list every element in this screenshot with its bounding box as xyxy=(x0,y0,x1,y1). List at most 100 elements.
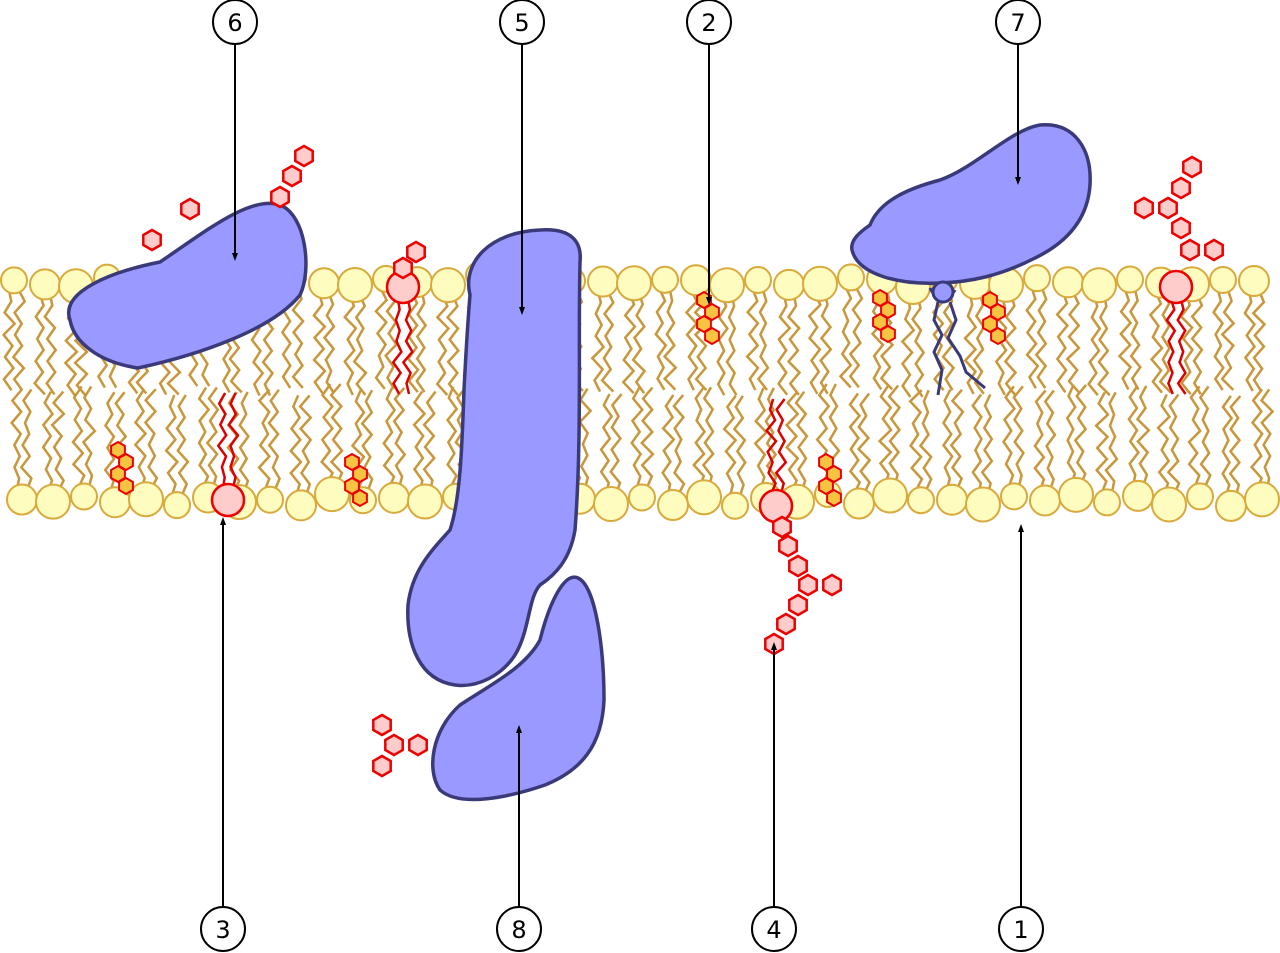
lipid-tail xyxy=(1198,385,1212,487)
sugar-unit xyxy=(393,256,413,280)
lipid-tail xyxy=(1033,389,1047,491)
phospholipid-head xyxy=(256,485,284,514)
lipid-tail xyxy=(980,393,994,495)
phospholipid-head xyxy=(1023,264,1051,293)
cholesterol-ring xyxy=(704,326,720,346)
lipid-tail xyxy=(654,289,668,391)
phospholipid-head xyxy=(1116,265,1144,294)
cholesterol-ring xyxy=(818,452,834,472)
sugar-unit xyxy=(384,733,404,757)
phospholipid-head xyxy=(936,483,968,516)
lipid-tail xyxy=(133,388,148,490)
lipid-tail xyxy=(360,389,374,491)
lipid-tail xyxy=(640,386,655,488)
cholesterol-ring xyxy=(872,288,888,308)
lipid-tail xyxy=(1129,289,1142,391)
sugar-unit xyxy=(406,240,426,264)
lipid-tail xyxy=(1012,385,1025,487)
lipid-tail xyxy=(289,394,303,496)
lipid-tail xyxy=(941,389,954,491)
glycolipid-head xyxy=(210,482,246,518)
lipid-tail xyxy=(1073,384,1088,486)
lipid-tail xyxy=(908,389,924,491)
cholesterol-ring xyxy=(352,464,368,484)
phospholipid-head xyxy=(337,266,373,303)
callout-3: 3 xyxy=(200,906,246,952)
lipid-tail xyxy=(621,292,637,395)
phospholipid-head xyxy=(907,486,935,515)
lipid-tail xyxy=(630,386,644,488)
lipid-tail xyxy=(848,392,862,495)
lipid-tail xyxy=(918,389,933,491)
lipid-tail xyxy=(374,288,389,390)
lipid-tail xyxy=(848,286,864,389)
lipid-tail xyxy=(1001,385,1017,487)
lipid-tail xyxy=(971,393,983,495)
cholesterol-ring xyxy=(352,488,368,508)
lipid-tail xyxy=(43,294,58,396)
lipid-tail xyxy=(1104,391,1119,493)
lipid-tail xyxy=(267,388,281,491)
cholesterol-ring xyxy=(818,476,834,496)
lipid-tail xyxy=(415,291,428,393)
sugar-unit xyxy=(270,185,290,209)
phospholipid-head xyxy=(721,491,749,520)
phospholipid-head xyxy=(1122,479,1154,512)
sugar-unit xyxy=(778,534,798,558)
lipid-tail xyxy=(870,289,885,391)
phospholipid-head xyxy=(29,268,61,301)
callout-label-3: 3 xyxy=(215,916,230,944)
lipid-tail xyxy=(692,386,707,488)
lipid-tail xyxy=(1148,292,1164,394)
cholesterol-ring xyxy=(110,464,126,484)
glycolipid-tail xyxy=(216,392,228,489)
lipid-tail xyxy=(50,390,66,493)
cholesterol-ring xyxy=(344,452,360,472)
carbohydrate-chains xyxy=(142,144,1224,778)
phospholipid-head xyxy=(744,265,772,294)
callout-label-1: 1 xyxy=(1013,916,1028,944)
phospholipid-head xyxy=(1238,265,1270,298)
cholesterol-ring xyxy=(872,312,888,332)
phospholipid-head xyxy=(430,267,466,304)
cholesterol-ring xyxy=(990,326,1006,346)
sugar-unit xyxy=(1158,196,1178,220)
lipid-tail xyxy=(422,390,437,492)
lipid-tail xyxy=(1097,294,1111,397)
phospholipid-head xyxy=(314,476,350,513)
lipid-tail xyxy=(298,394,313,496)
sugar-unit xyxy=(142,228,162,252)
callout-5: 5 xyxy=(499,0,545,45)
sugar-unit xyxy=(772,515,792,539)
lipid-tail xyxy=(1055,291,1070,394)
cholesterol-ring xyxy=(982,290,998,310)
phospholipid-head xyxy=(1244,481,1280,518)
phospholipid-head xyxy=(651,265,679,294)
phospholipid-head xyxy=(35,483,71,520)
anchor-tail xyxy=(946,301,986,390)
phospholipid-head xyxy=(1186,482,1214,511)
lipid-tail xyxy=(949,388,965,491)
lipid-tail xyxy=(1117,289,1133,391)
cholesterol-ring xyxy=(696,314,712,334)
sugar-unit xyxy=(1134,196,1154,220)
lipid-tail xyxy=(1065,384,1077,486)
lipid-tail xyxy=(435,294,451,396)
callout-2: 2 xyxy=(686,0,732,45)
lipid-tail xyxy=(578,388,593,490)
glycolipid-tail xyxy=(774,398,788,495)
callout-8: 8 xyxy=(496,906,542,952)
sugar-unit xyxy=(372,754,392,778)
lipid-tail xyxy=(205,386,220,488)
sugar-unit xyxy=(294,144,314,168)
lipid-tail xyxy=(1166,393,1181,495)
lipid-tail xyxy=(1087,294,1102,396)
lipid-tail xyxy=(1156,393,1172,495)
lipid-tail xyxy=(753,387,769,489)
lipid-tail xyxy=(716,294,729,396)
lipid-tail xyxy=(446,386,459,488)
lipid-tail xyxy=(599,393,614,495)
lipid-tail xyxy=(786,294,802,396)
lipid-tail xyxy=(900,296,916,398)
phospholipid-head xyxy=(70,482,98,511)
